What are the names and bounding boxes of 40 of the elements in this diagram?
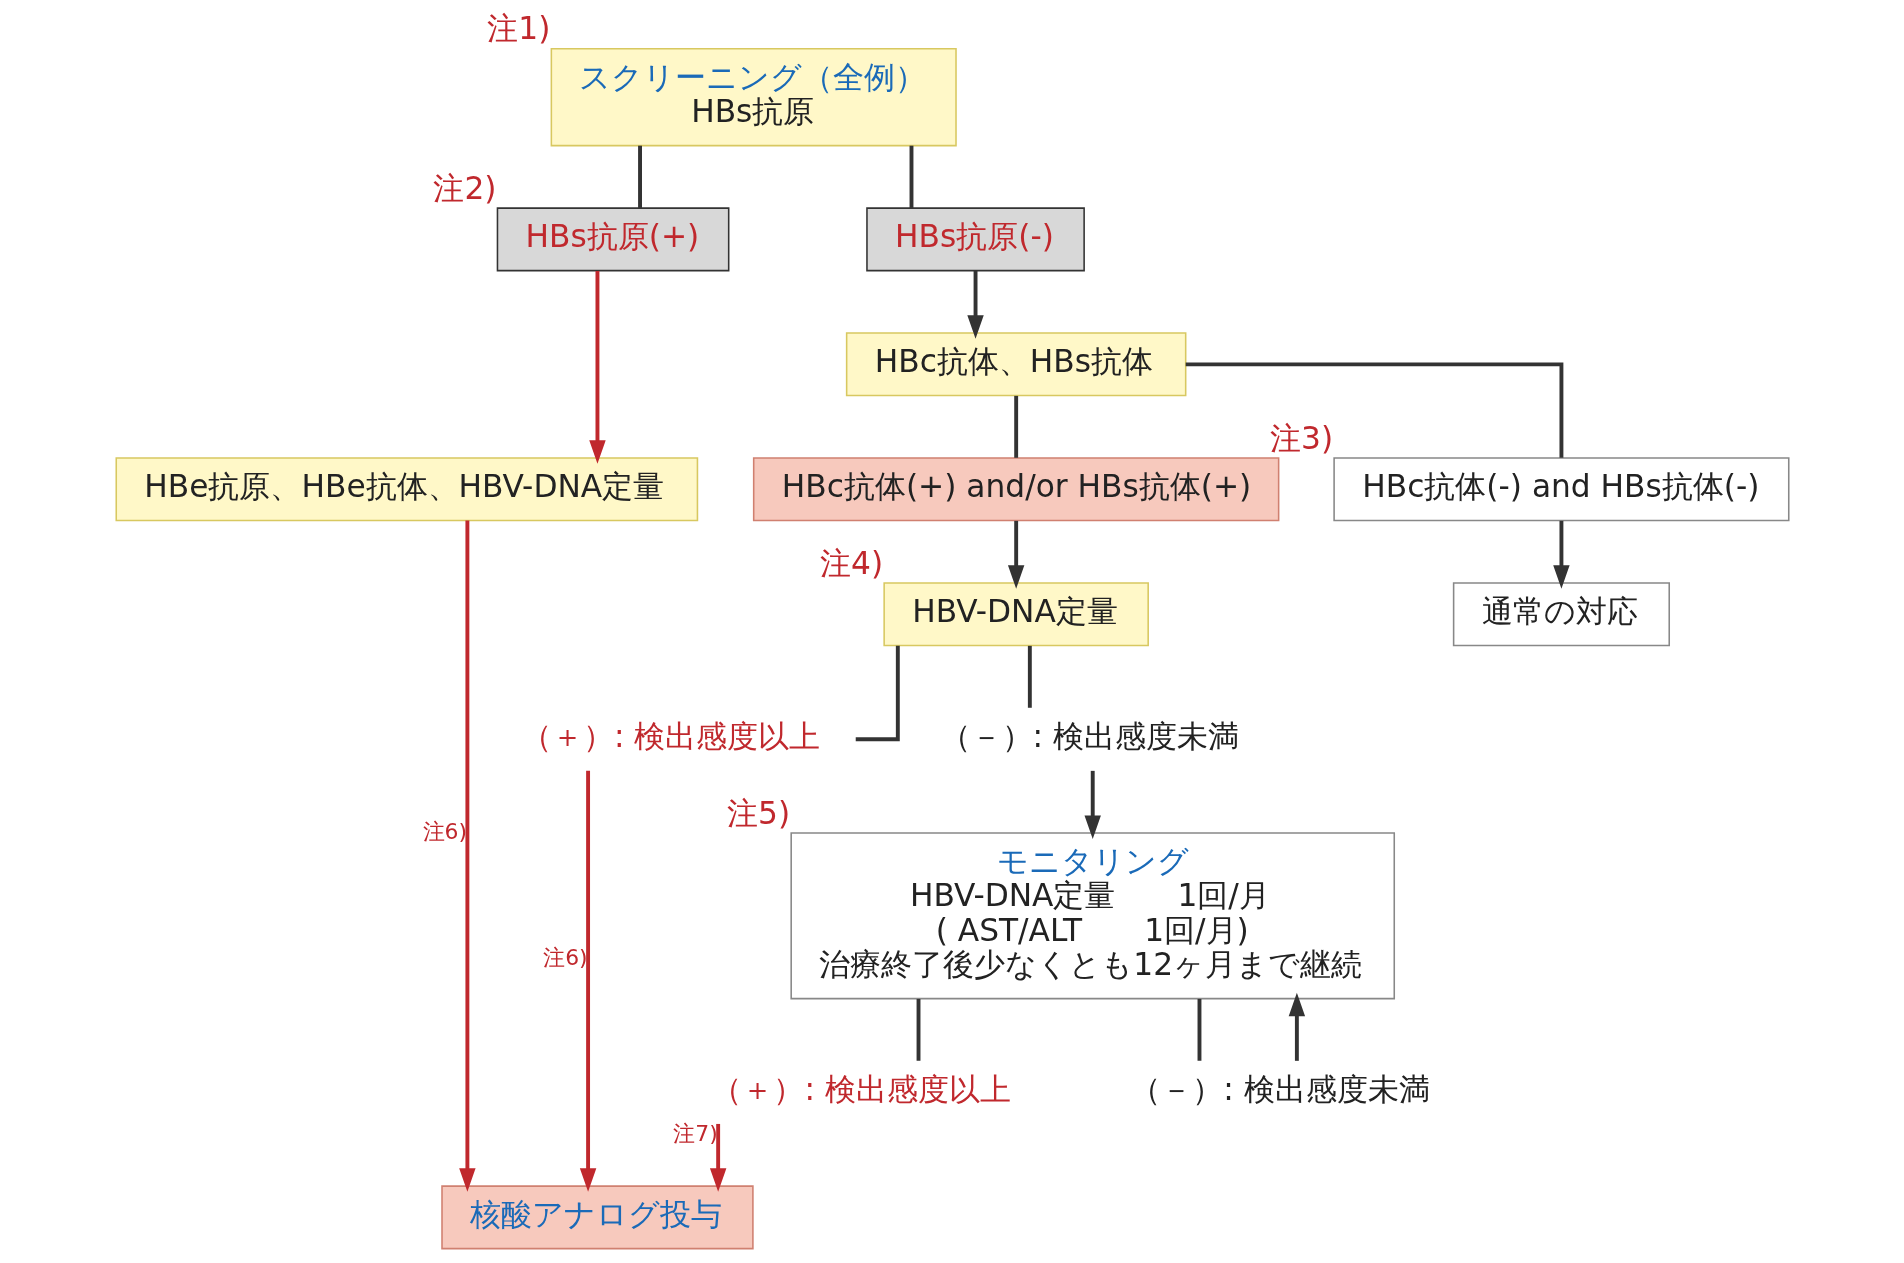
- arrow: [709, 1123, 726, 1192]
- edge-label: 注6): [542, 944, 588, 970]
- node-box: HBe抗原、HBe抗体、HBV-DNA定量: [114, 457, 698, 522]
- node-label: 注1): [486, 10, 550, 47]
- arrow: [966, 270, 984, 339]
- node-box: HBc抗体、HBs抗体: [845, 332, 1186, 397]
- node-text: （－）: 検出感度未満: [1129, 1071, 1430, 1108]
- node-box: モニタリング HBV-DNA定量 1回/月 ( AST/ALT 1回/月) 治療終了後少なくとも12ヶ月まで継続: [789, 832, 1395, 1000]
- connector: [916, 998, 920, 1061]
- arrow: [588, 271, 606, 464]
- node-label: 注3): [1269, 419, 1333, 456]
- edge-label: 注7): [672, 1121, 718, 1147]
- connector: [1197, 998, 1201, 1061]
- node-box: HBc抗体(+) and/or HBs抗体(+): [752, 457, 1279, 522]
- node-box: HBV-DNA定量: [882, 582, 1149, 647]
- node-box: 核酸アナログ投与: [440, 1185, 754, 1250]
- connector: [909, 145, 913, 208]
- node-box: HBs抗原(-): [865, 207, 1085, 272]
- connector: [855, 645, 900, 742]
- connector: [1013, 395, 1018, 458]
- arrow: [458, 520, 476, 1192]
- node-box: HBs抗原(+): [496, 207, 729, 272]
- node-box: スクリーニング（全例） HBs抗原: [550, 47, 957, 147]
- node-label: 注4): [819, 544, 883, 581]
- arrow: [1084, 770, 1101, 839]
- node-text: （＋）: 検出感度以上: [711, 1071, 1011, 1108]
- node-label: 注2): [432, 169, 496, 206]
- node-box: 通常の対応: [1452, 582, 1670, 647]
- node-label: 注5): [726, 794, 790, 831]
- connector: [1185, 362, 1563, 458]
- node-text: （＋）: 検出感度以上: [520, 718, 820, 755]
- node-text: （－）: 検出感度未満: [939, 718, 1239, 755]
- arrow: [579, 770, 596, 1192]
- connector: [1027, 645, 1032, 708]
- arrow: [1007, 520, 1024, 589]
- edge-label: 注6): [422, 819, 467, 845]
- arrow: [1552, 520, 1570, 589]
- node-box: HBc抗体(-) and HBs抗体(-): [1332, 457, 1790, 522]
- arrow: [1288, 992, 1305, 1061]
- connector: [637, 145, 642, 208]
